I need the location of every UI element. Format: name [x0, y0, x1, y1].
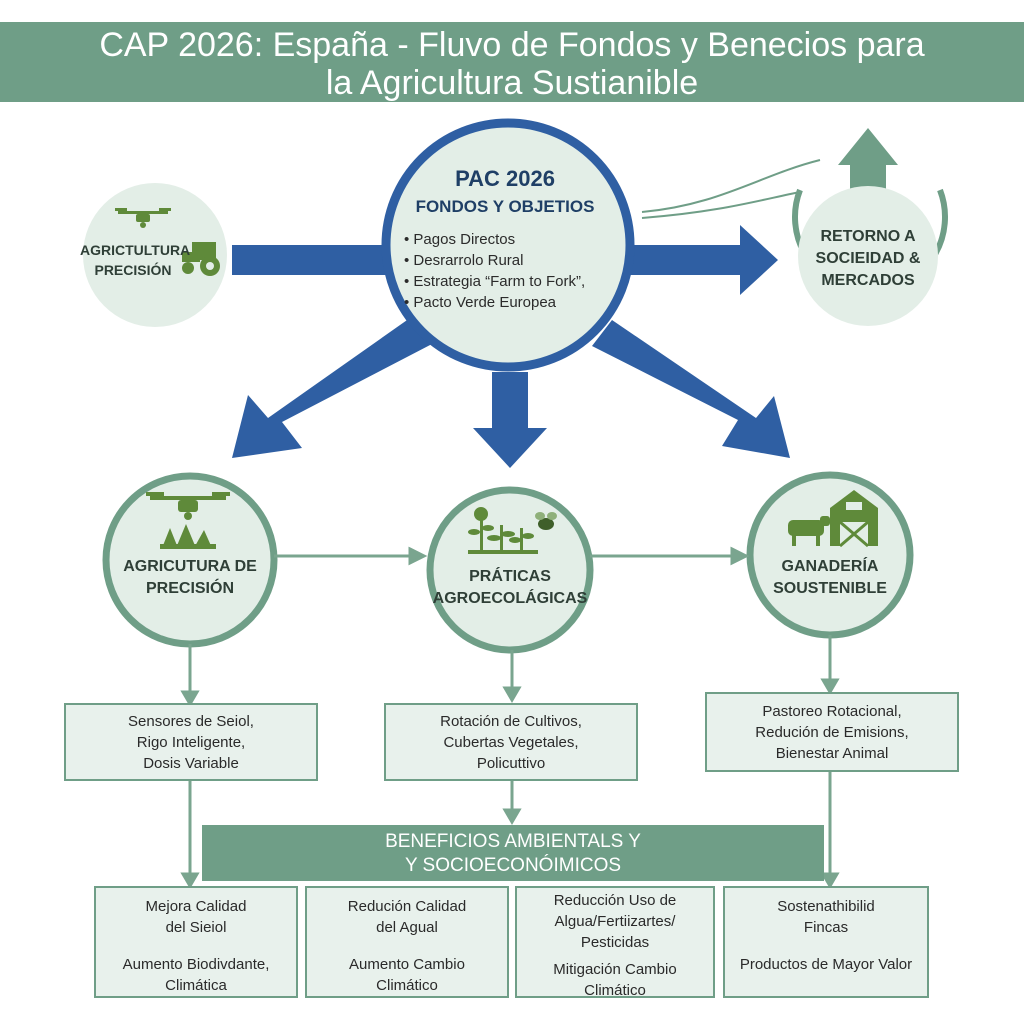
node-precision-label: AGRICUTURA DE PRECISIÓN	[110, 556, 270, 600]
arrow-down-left	[232, 318, 432, 458]
practice-box-line: Policuttivo	[476, 754, 546, 772]
left-node-line-1: AGRICTULTURA	[80, 242, 191, 258]
arrow-down-center	[473, 372, 547, 468]
benefit-line: Climático	[584, 982, 646, 999]
practice-box-line: Cubertas Vegetales,	[443, 733, 579, 751]
node-agroeco-label: PRÁTICAS AGROECOLÁGICAS	[430, 566, 590, 610]
arrow-down-right	[592, 320, 790, 458]
barn-icon	[830, 490, 878, 548]
title-banner: CAP 2026: España - Fluvo de Fondos y Ben…	[0, 22, 1024, 102]
practice-box-precision: Sensores de Seiol, Rigo Inteligente, Dos…	[64, 703, 318, 781]
benefit-line: Climática	[165, 977, 227, 994]
practice-box-line: Rigo Inteligente,	[136, 733, 246, 751]
practice-box-line: Bienestar Animal	[775, 744, 889, 762]
node-precision-line-1: AGRICUTURA DE	[123, 558, 257, 575]
node-livestock-line-2: SOUSTENIBLE	[773, 580, 887, 597]
benefit-box-inputs: Reducción Uso de Algua/Fertiizartes/ Pes…	[515, 886, 715, 999]
practice-box-livestock: Pastoreo Rotacional, Redución de Emision…	[705, 692, 959, 772]
title-line-1: CAP 2026: España - Fluvo de Fondos y Ben…	[99, 26, 925, 64]
practice-box-line: Dosis Variable	[143, 754, 239, 772]
drone-icon	[115, 208, 171, 228]
benefit-line: Reducción Uso de	[553, 892, 677, 909]
node-connectors	[274, 546, 750, 566]
left-node-circle	[83, 183, 227, 327]
benefits-banner-line-2: Y SOCIOECONÓIMICOS	[404, 855, 622, 876]
center-list: Pagos Directos Desrarrolo Rural Estrateg…	[404, 229, 618, 313]
arrow-right	[618, 225, 778, 295]
node-livestock-line-1: GANADERÍA	[781, 558, 879, 575]
benefit-line: del Sieiol	[165, 919, 227, 936]
left-node-label: AGRICTULTURA PRECISIÓN	[80, 240, 191, 280]
benefit-line: del Agual	[376, 919, 438, 936]
center-title: PAC 2026	[455, 166, 555, 191]
benefit-line: Algua/Fertiizartes/	[554, 913, 676, 930]
title-line-2: la Agricultura Sustianible	[325, 64, 699, 102]
flow-arrows-blue	[232, 225, 790, 468]
center-node: PAC 2026 FONDOS Y OBJETIOS Pagos Directo…	[392, 165, 618, 313]
benefit-line: Aumento Biodivdante,	[122, 956, 270, 973]
practice-box-agroeco: Rotación de Cultivos, Cubertas Vegetales…	[384, 703, 638, 781]
arrow-left-bar	[232, 245, 395, 275]
up-arrow-icon	[838, 128, 898, 205]
node-livestock-label: GANADERÍA SOUSTENIBLE	[750, 556, 910, 600]
benefit-line: Aumento Cambio	[349, 956, 465, 973]
node-agroeco-line-2: AGROECOLÁGICAS	[432, 590, 588, 607]
node-3-circle	[746, 471, 914, 639]
center-list-item: Estrategia “Farm to Fork”,	[404, 271, 618, 292]
left-node-line-2: PRECISIÓN	[94, 262, 172, 278]
benefit-line: Mitigación Cambio	[553, 961, 677, 978]
node-precision-line-2: PRECISIÓN	[145, 580, 234, 597]
center-list-item: Pagos Directos	[404, 229, 618, 250]
practice-box-line: Rotación de Cultivos,	[440, 712, 582, 730]
right-node-circle	[798, 186, 938, 326]
cow-icon	[788, 516, 830, 546]
benefit-line: Pesticidas	[580, 934, 650, 951]
benefit-line: Productos de Mayor Valor	[739, 956, 913, 973]
vertical-connectors	[180, 635, 840, 889]
return-curve	[641, 159, 821, 213]
practice-box-line: Pastoreo Rotacional,	[762, 702, 902, 720]
drone-icon	[146, 492, 230, 549]
right-node-label: RETORNO A SOCIEIDAD & MERCADOS	[800, 226, 936, 292]
plants-icon	[468, 507, 538, 554]
center-subtitle: FONDOS Y OBJETIOS	[415, 197, 595, 216]
benefit-line: Fincas	[803, 919, 849, 936]
bee-icon	[535, 512, 557, 530]
benefit-line: Redución Calidad	[347, 898, 467, 915]
tractor-icon	[182, 242, 220, 276]
right-node-line-3: MERCADOS	[821, 272, 915, 289]
right-node-line-2: SOCIEIDAD &	[815, 250, 921, 267]
node-agroeco-line-1: PRÁTICAS	[469, 568, 551, 585]
benefit-line: Climático	[376, 977, 438, 994]
benefit-box-water: Redución Calidad del Agual Aumento Cambi…	[305, 886, 509, 998]
benefits-banner: BENEFICIOS AMBIENTALS Y Y SOCIOECONÓIMIC…	[202, 825, 824, 881]
benefit-line: Sostenathibilid	[777, 898, 875, 915]
practice-box-line: Sensores de Seiol,	[128, 712, 254, 730]
practice-box-line: Redución de Emisions,	[755, 723, 909, 741]
benefits-banner-line-1: BENEFICIOS AMBIENTALS Y	[385, 831, 641, 852]
center-list-item: Desrarrolo Rural	[404, 250, 618, 271]
center-list-item: Pacto Verde Europea	[404, 292, 618, 313]
right-node-line-1: RETORNO A	[820, 228, 916, 245]
benefit-line: Mejora Calidad	[145, 898, 247, 915]
benefit-box-farms: Sostenathibilid Fincas Productos de Mayo…	[723, 886, 929, 998]
benefit-box-soil: Mejora Calidad del Sieiol Aumento Biodiv…	[94, 886, 298, 998]
